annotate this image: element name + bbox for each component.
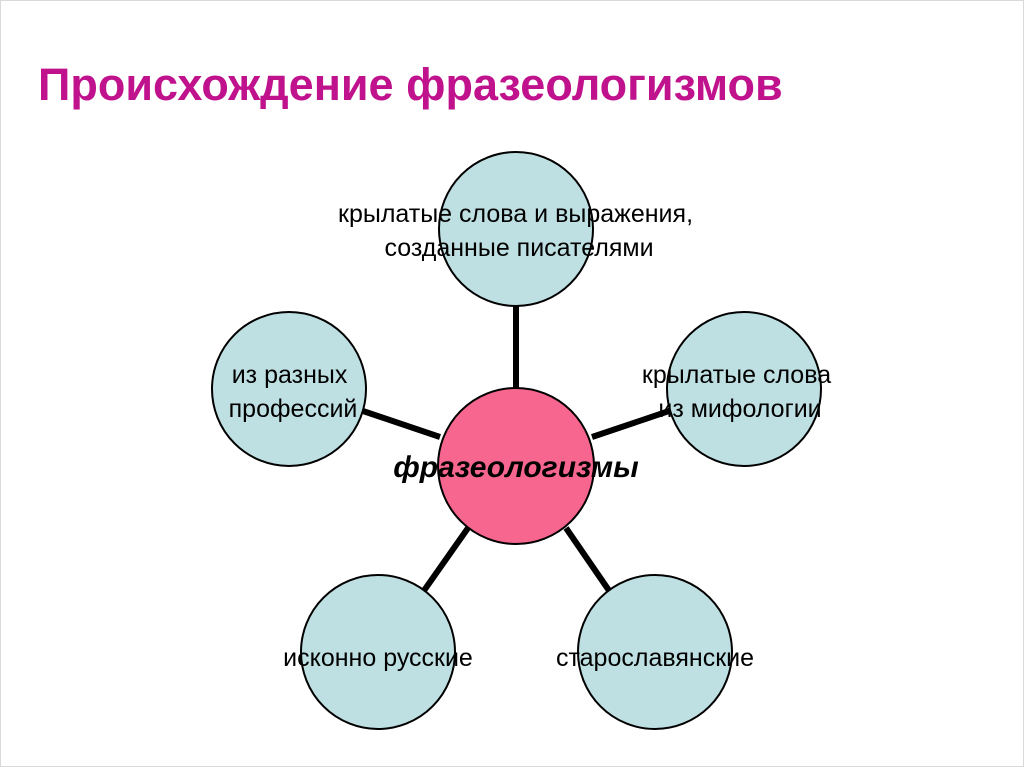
node-professions: из разных профессий bbox=[211, 311, 367, 467]
node-label-line: крылатые слова и выражения, bbox=[338, 200, 693, 228]
slide-title: Происхождение фразеологизмов bbox=[38, 59, 783, 110]
node-label-line: созданные писателями bbox=[384, 234, 653, 262]
node-label-line: профессий bbox=[229, 395, 358, 423]
node-label: крылатые слова из мифологии bbox=[642, 361, 838, 423]
node-old-slavonic: старославянские bbox=[556, 574, 754, 730]
node-circle bbox=[577, 574, 733, 730]
node-circle bbox=[666, 311, 822, 467]
node-mythology: крылатые слова из мифологии bbox=[642, 311, 838, 467]
node-label-line: из разных bbox=[232, 361, 348, 389]
node-label: старославянские bbox=[556, 644, 754, 672]
node-label-line: старославянские bbox=[556, 644, 754, 672]
connector-old-slavonic bbox=[563, 526, 613, 594]
center-node: фразеологизмы bbox=[393, 387, 639, 545]
connector-mythology bbox=[591, 407, 673, 440]
center-circle bbox=[437, 387, 595, 545]
node-label: исконно русские bbox=[283, 644, 473, 672]
connector-professions bbox=[359, 407, 441, 440]
node-native-russian: исконно русские bbox=[283, 574, 473, 730]
node-label-line: из мифологии bbox=[658, 395, 821, 423]
node-label: из разных профессий bbox=[229, 361, 358, 423]
node-circle bbox=[438, 151, 594, 307]
node-writers: крылатые слова и выражения, созданные пи… bbox=[338, 151, 700, 307]
node-label-line: крылатые слова bbox=[642, 361, 831, 389]
node-circle bbox=[211, 311, 367, 467]
node-circle bbox=[300, 574, 456, 730]
connector-native-russian bbox=[420, 526, 471, 594]
node-label-line: исконно русские bbox=[283, 644, 473, 672]
node-label: крылатые слова и выражения, созданные пи… bbox=[338, 200, 700, 262]
center-label: фразеологизмы bbox=[393, 451, 639, 484]
